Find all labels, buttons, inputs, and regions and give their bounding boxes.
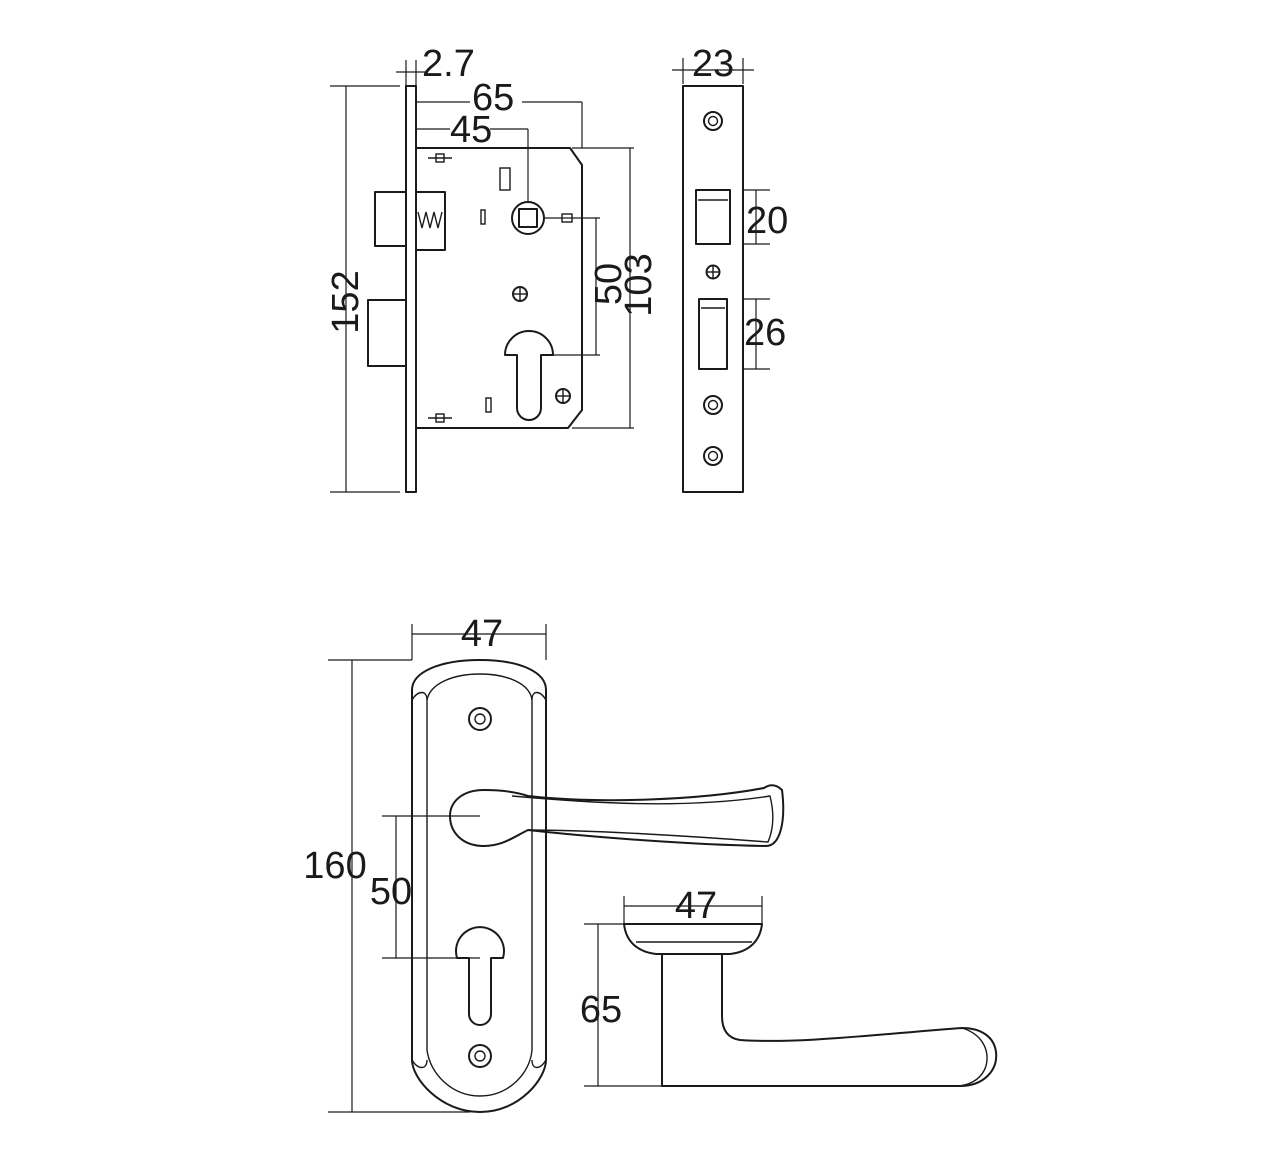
label-backset-total: 65 bbox=[472, 77, 514, 119]
plate-cylinder-hole bbox=[455, 926, 505, 1026]
plate-screw-top-icon bbox=[468, 707, 492, 731]
dim-faceplate-height: 152 bbox=[325, 85, 400, 493]
label-case-height: 103 bbox=[618, 253, 660, 316]
case-screw-top bbox=[428, 153, 452, 163]
dim-latch-height: 20 bbox=[743, 189, 788, 245]
dim-rose-diameter: 47 bbox=[623, 885, 763, 927]
latch-opening bbox=[695, 189, 731, 245]
label-rose-diameter: 47 bbox=[675, 885, 717, 927]
dim-bolt-height: 26 bbox=[743, 298, 786, 370]
lock-case bbox=[415, 147, 583, 429]
latch-bolt bbox=[374, 191, 407, 247]
latch-spring bbox=[417, 211, 443, 229]
cross-screw-middle-icon bbox=[512, 286, 528, 302]
label-lever-projection: 65 bbox=[580, 989, 622, 1031]
dim-plate-centre-distance: 50 bbox=[370, 815, 480, 959]
plate-screw-bottom-icon bbox=[468, 1044, 492, 1068]
faceplate-front-view: 23 20 26 bbox=[672, 43, 788, 493]
mortise-lock-side-view: 2.7 65 45 152 50 bbox=[325, 43, 660, 493]
dim-lever-projection: 65 bbox=[580, 923, 662, 1087]
faceplate-outline bbox=[682, 85, 744, 493]
label-plate-width: 47 bbox=[461, 613, 503, 655]
cross-screw-lower-icon bbox=[555, 388, 571, 404]
lock-forend bbox=[405, 85, 417, 493]
rose bbox=[623, 923, 763, 955]
label-centre-distance: 50 bbox=[588, 263, 630, 305]
label-latch-height: 20 bbox=[746, 200, 788, 242]
label-faceplate-width: 23 bbox=[692, 43, 734, 85]
faceplate-screw-bottom-icon bbox=[703, 446, 723, 466]
lever-handle-front bbox=[449, 784, 785, 847]
handle-plate-front-view: 47 160 50 bbox=[303, 613, 785, 1113]
faceplate-screw-top-icon bbox=[703, 111, 723, 131]
lever-follower bbox=[511, 201, 545, 235]
dim-plate-height: 160 bbox=[303, 659, 470, 1113]
dim-backset: 45 bbox=[416, 109, 529, 202]
backplate-inner bbox=[426, 673, 533, 1097]
small-slot-bottom bbox=[485, 397, 492, 413]
faceplate-cross-screw-icon bbox=[705, 264, 721, 280]
lock-cylinder-hole bbox=[504, 330, 554, 421]
lever-handle-side bbox=[661, 953, 998, 1087]
dim-front-thickness: 2.7 bbox=[396, 43, 475, 86]
label-front-thickness: 2.7 bbox=[422, 43, 475, 85]
label-plate-height: 160 bbox=[303, 845, 366, 887]
dim-faceplate-width: 23 bbox=[672, 43, 754, 85]
dim-case-height: 103 bbox=[572, 147, 660, 429]
dim-centre-distance: 50 bbox=[544, 217, 630, 356]
label-faceplate-height: 152 bbox=[325, 270, 367, 333]
label-bolt-height: 26 bbox=[744, 312, 786, 354]
dead-bolt bbox=[367, 299, 407, 367]
bolt-opening bbox=[698, 298, 728, 370]
dim-plate-width: 47 bbox=[411, 613, 547, 660]
case-screw-bottom bbox=[428, 413, 452, 423]
small-slot-top bbox=[499, 167, 511, 191]
dim-backset-total: 65 bbox=[416, 77, 583, 148]
lever-side-view: 47 65 bbox=[580, 885, 998, 1087]
latch-body bbox=[415, 191, 446, 251]
label-plate-centre-distance: 50 bbox=[370, 871, 412, 913]
small-slot-left bbox=[480, 209, 486, 225]
label-backset: 45 bbox=[450, 109, 492, 151]
faceplate-screw-middle-icon bbox=[703, 395, 723, 415]
